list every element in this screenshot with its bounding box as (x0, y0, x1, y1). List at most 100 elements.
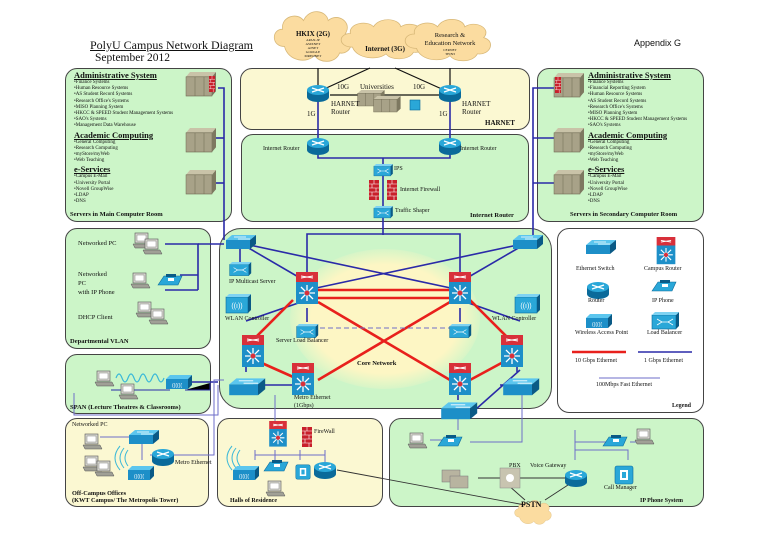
core-network-title: Core Network (357, 360, 397, 367)
halls-pc-icon (265, 480, 286, 497)
span-panel-title: SPAN (Lecture Theatres & Classrooms) (70, 404, 181, 411)
ipphone-pc-left-icon (407, 432, 428, 449)
wlan-controller-left-icon (225, 293, 252, 314)
hkix-cloud: HKIX (2G) APAN-JP ASIXNET AJNET GOOGLE M… (283, 30, 343, 58)
list-item: •AS Student Record Systems (588, 98, 647, 104)
secondary-servers-panel-title: Servers in Secondary Computer Room (570, 211, 678, 218)
legend-campus-router-label: Campus Router (644, 266, 682, 272)
networked-pc-icon-2 (142, 238, 163, 255)
group-heading: e-Services (74, 164, 111, 175)
list-item: •myStore/myWeb (588, 152, 624, 158)
group-heading: e-Services (588, 164, 625, 175)
offcampus-router-icon (151, 448, 175, 467)
legend-title: Legend (672, 403, 692, 409)
eservices-server-secondary-icon (553, 169, 585, 195)
legend-ethernet-switch-label: Ethernet Switch (576, 266, 615, 272)
list-item: •General Computing (588, 139, 630, 145)
label-line: HARNET (462, 100, 491, 108)
list-item: •MISO Planning System (588, 111, 638, 117)
hkix-item: AJNET (307, 46, 319, 50)
core-router-top-right-icon (448, 271, 472, 305)
ip-phone-panel-title: IP Phone System (640, 498, 684, 504)
list-item: •LDAP (588, 193, 603, 199)
list-item: •Human Resource Systems (74, 86, 129, 92)
diagram-date: September 2012 (95, 52, 171, 64)
server-load-balancer-left-icon (296, 323, 319, 339)
internet-cloud-label: Internet (3G) (365, 45, 405, 53)
core-switch-bottom-right-icon (502, 377, 540, 396)
call-manager-icon (614, 465, 634, 485)
admin-server-secondary-firewall-icon (554, 76, 562, 94)
internet-router-panel-title: Internet Router (470, 212, 514, 219)
list-item: •Human Resource Systems (588, 92, 643, 98)
group-heading: Administrative System (588, 70, 671, 80)
pbx-label: PBX (509, 463, 521, 469)
label-line: (KWT Campus/ The Metropolis Tower) (72, 497, 179, 504)
universities-label: Universities (360, 83, 394, 91)
traffic-shaper-label: Traffic Shaper (395, 208, 430, 214)
list-item: •Campus E-Mail (588, 174, 622, 180)
legend-100m-label: 100Mbps Fast Ethernet (596, 382, 652, 388)
offcampus-panel-title: Off-Campus Offices (KWT Campus/ The Metr… (72, 490, 178, 504)
list-item: •SAO's Systems (588, 123, 621, 129)
departmental-vlan-panel (65, 228, 211, 349)
list-item: •Web Teaching (588, 158, 619, 164)
research-cloud: Research & Education Network CERNET TEIN… (415, 32, 485, 56)
label-line: HARNET (331, 100, 360, 108)
halls-access-point-icon (233, 466, 259, 480)
list-item: •Web Teaching (74, 158, 105, 164)
list-item: •Campus E-Mail (74, 174, 108, 180)
list-item: •Novell GroupWise (588, 186, 628, 192)
core-router-top-left-icon (295, 271, 319, 305)
legend-campus-router-icon (656, 236, 676, 265)
traffic-shaper-icon (373, 205, 394, 219)
core-router-mid-right-icon (500, 334, 524, 368)
harnet-panel-title: HARNET (485, 119, 515, 127)
legend-10g-label: 10 Gbps Ethernet (575, 358, 617, 364)
halls-voice-router-icon (313, 461, 337, 480)
server-load-balancer-label: Server Load Balancer (276, 338, 329, 344)
list-item: •Finance Systems (74, 80, 110, 85)
metro-ethernet-label: Metro Ethernet (1Gbps) (294, 394, 331, 410)
pbx-icon (499, 467, 521, 489)
list-item: •University Portal (74, 180, 111, 186)
harnet-router-left-icon (306, 84, 330, 103)
span-pc-icon (118, 383, 139, 400)
core-router-mid-left-icon (241, 334, 265, 368)
research-title: Research & (434, 32, 466, 39)
legend-router-label: Router (588, 298, 605, 304)
legend-wap-icon (586, 314, 612, 328)
list-item: •HKCC & SPEED Student Management Systems (588, 117, 688, 123)
main-servers-panel-title: Servers in Main Computer Room (70, 211, 163, 218)
core-switch-top-right-icon (512, 234, 544, 250)
label-line: (1Gbps) (294, 403, 314, 409)
hkix-title: HKIX (2G) (295, 30, 331, 38)
dhcp-client-label: DHCP Client (78, 314, 113, 321)
legend-load-balancer-label: Load Balancer (647, 330, 683, 336)
group-heading: Administrative System (74, 70, 157, 80)
halls-router-icon (268, 420, 288, 448)
networked-pc-with-phone-icon (130, 272, 151, 289)
internet-firewall-right-icon (386, 179, 398, 201)
legend-ip-phone-label: IP Phone (652, 298, 674, 304)
legend-ip-phone-icon (651, 279, 677, 292)
wlan-controller-left-label: WLAN Controller (225, 316, 270, 322)
eservices-server-main-icon (185, 169, 217, 195)
core-router-bottom-left-icon (291, 362, 315, 396)
multicast-server-label: IP Multicast Server (229, 279, 276, 285)
label-line: PC (78, 280, 86, 287)
halls-panel-title: Halls of Residence (230, 498, 277, 504)
ipphone-pc-right-icon (634, 428, 655, 445)
wlan-controller-right-icon (514, 293, 541, 314)
list-item: •Novell GroupWise (74, 186, 114, 192)
core-switch-bottom-center-icon (440, 401, 478, 420)
hkix-item: GOOGLE (305, 50, 321, 54)
offcampus-switch-icon (128, 429, 160, 445)
ips-icon (373, 163, 394, 177)
core-router-bottom-right-icon (448, 362, 472, 396)
span-access-point-icon (166, 375, 192, 389)
span-laptop-icon (94, 370, 115, 387)
legend-router-icon (586, 281, 610, 300)
